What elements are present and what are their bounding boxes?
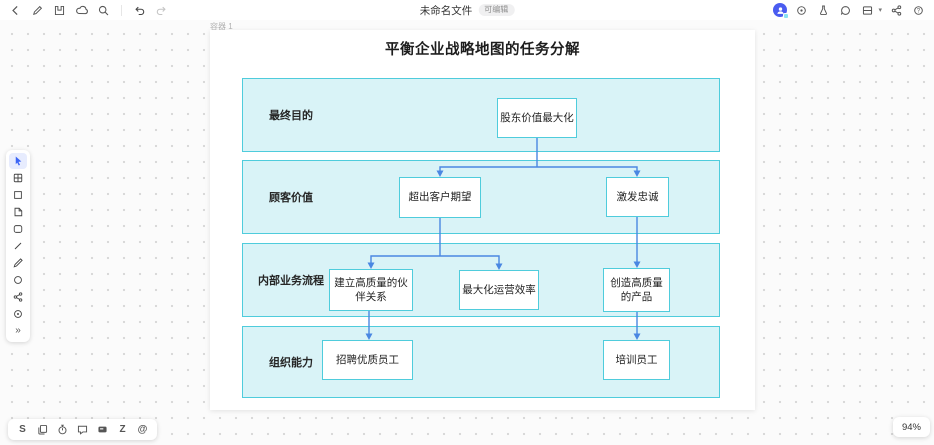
connector[interactable] [367,218,503,270]
connector[interactable] [633,217,641,268]
canvas[interactable]: 容器 1 平衡企业战略地图的任务分解 最终目的 顾客价值 内部业务流程 组织能力 [0,20,934,445]
document-title-area: 未命名文件 可编辑 [420,0,515,20]
frame-tool-icon[interactable] [9,187,27,203]
line-tool-icon[interactable] [9,238,27,254]
pen-icon[interactable] [30,3,45,18]
layout-icon[interactable] [860,3,875,18]
top-bar: 未命名文件 可编辑 ▾ ? [0,0,934,20]
more-tools-icon[interactable]: » [15,325,21,336]
help-icon[interactable]: ? [911,3,926,18]
connector[interactable] [436,138,641,177]
circle-dot-tool-icon[interactable] [9,306,27,322]
top-bar-right: ▾ ? [773,3,926,19]
comment-icon[interactable] [838,3,853,18]
avatar[interactable] [773,3,790,19]
shape-tool-icon[interactable] [9,221,27,237]
node-quality-products[interactable]: 创造高质量的产品 [603,268,670,312]
save-icon[interactable] [52,3,67,18]
chevron-down-icon: ▾ [878,7,882,14]
document-status-badge: 可编辑 [478,3,515,17]
band-label: 顾客价值 [269,192,313,204]
connector-tool-icon[interactable] [9,289,27,305]
card-icon[interactable] [95,422,110,437]
diagram-title[interactable]: 平衡企业战略地图的任务分解 [385,42,580,58]
node-shareholder-value[interactable]: 股东价值最大化 [497,98,577,138]
redo-icon[interactable] [154,3,169,18]
search-icon[interactable] [96,3,111,18]
connector[interactable] [633,312,641,340]
node-exceed-expectation[interactable]: 超出客户期望 [399,177,481,218]
band-final-goal[interactable]: 最终目的 [242,78,720,152]
at-icon[interactable]: @ [137,424,148,435]
undo-icon[interactable] [132,3,147,18]
top-bar-left [8,3,169,18]
zoom-level[interactable]: 94% [892,417,930,437]
band-label: 内部业务流程 [258,275,324,287]
back-icon[interactable] [8,3,23,18]
node-recruit-employees[interactable]: 招聘优质员工 [322,340,413,380]
bottom-toolbar: S Z @ [8,419,157,440]
node-operational-efficiency[interactable]: 最大化运营效率 [459,270,539,310]
cloud-icon[interactable] [74,3,89,18]
share-icon[interactable] [889,3,904,18]
letter-z-icon[interactable]: Z [119,424,126,435]
table-tool-icon[interactable] [9,170,27,186]
node-train-employees[interactable]: 培训员工 [603,340,670,380]
toolbar-divider [121,4,122,16]
left-toolbar: » [6,150,30,342]
theme-icon[interactable] [794,3,809,18]
note-tool-icon[interactable] [9,204,27,220]
avatar-badge [783,13,790,19]
select-tool-icon[interactable] [9,153,27,169]
pages-icon[interactable] [35,422,50,437]
band-label: 最终目的 [269,110,313,122]
pencil-tool-icon[interactable] [9,255,27,271]
node-partnership[interactable]: 建立高质量的伙伴关系 [329,269,413,311]
node-inspire-loyalty[interactable]: 激发忠诚 [606,177,669,217]
circle-tool-icon[interactable] [9,272,27,288]
connector[interactable] [365,311,373,340]
svg-text:?: ? [917,7,921,14]
page-label[interactable]: 容器 1 [210,22,233,31]
band-label: 组织能力 [269,357,313,369]
diagram-page[interactable]: 平衡企业战略地图的任务分解 最终目的 顾客价值 内部业务流程 组织能力 [210,30,755,410]
experiment-icon[interactable] [816,3,831,18]
timer-icon[interactable] [55,422,70,437]
comment-icon[interactable] [75,422,90,437]
connector-layer [365,138,641,340]
letter-s-icon[interactable]: S [19,424,26,435]
document-title[interactable]: 未命名文件 [419,4,473,17]
